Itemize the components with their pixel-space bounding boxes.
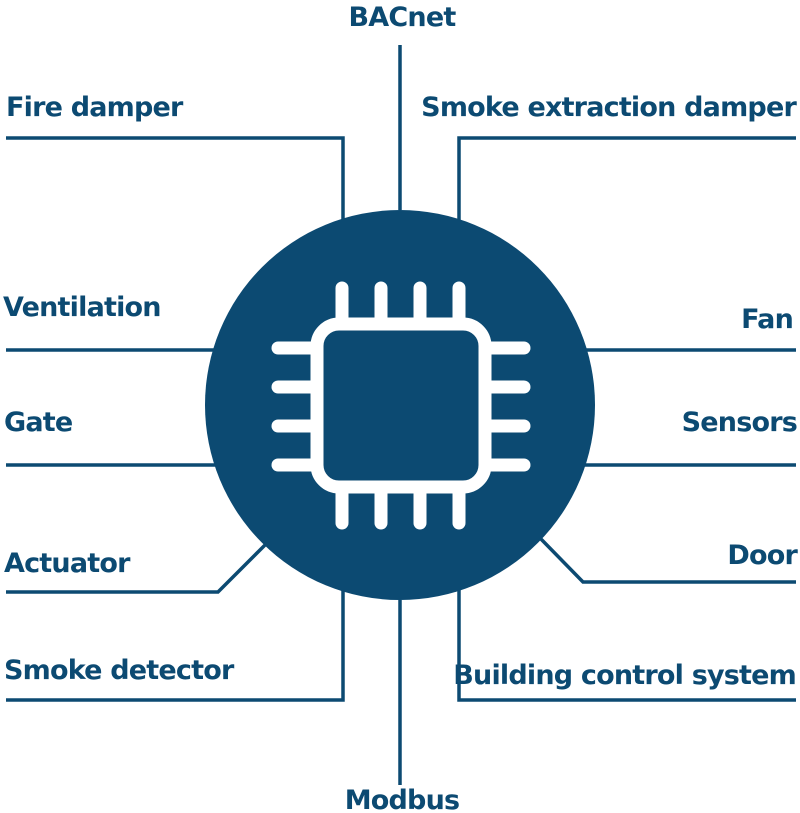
label-door: Door xyxy=(727,540,798,571)
label-smoke-detector: Smoke detector xyxy=(4,655,235,686)
label-fire-damper: Fire damper xyxy=(6,92,184,123)
label-modbus: Modbus xyxy=(345,785,460,813)
connector-lines xyxy=(6,45,796,785)
label-fan: Fan xyxy=(741,304,793,335)
microchip-icon xyxy=(271,281,531,530)
label-ventilation: Ventilation xyxy=(3,292,161,323)
label-building-control-system: Building control system xyxy=(453,660,796,691)
label-gate: Gate xyxy=(4,407,72,438)
connector-door xyxy=(538,536,796,584)
connector-fire-damper xyxy=(6,136,345,222)
central-controller-circle xyxy=(205,210,595,600)
connector-actuator xyxy=(6,542,268,594)
label-smoke-extraction-damper: Smoke extraction damper xyxy=(421,92,797,123)
label-sensors: Sensors xyxy=(682,407,797,438)
connector-smoke-extraction-damper xyxy=(457,136,796,222)
label-actuator: Actuator xyxy=(4,548,131,579)
connector-building-control-system xyxy=(457,588,796,702)
connector-smoke-detector xyxy=(6,588,345,702)
label-bacnet: BACnet xyxy=(349,2,457,33)
